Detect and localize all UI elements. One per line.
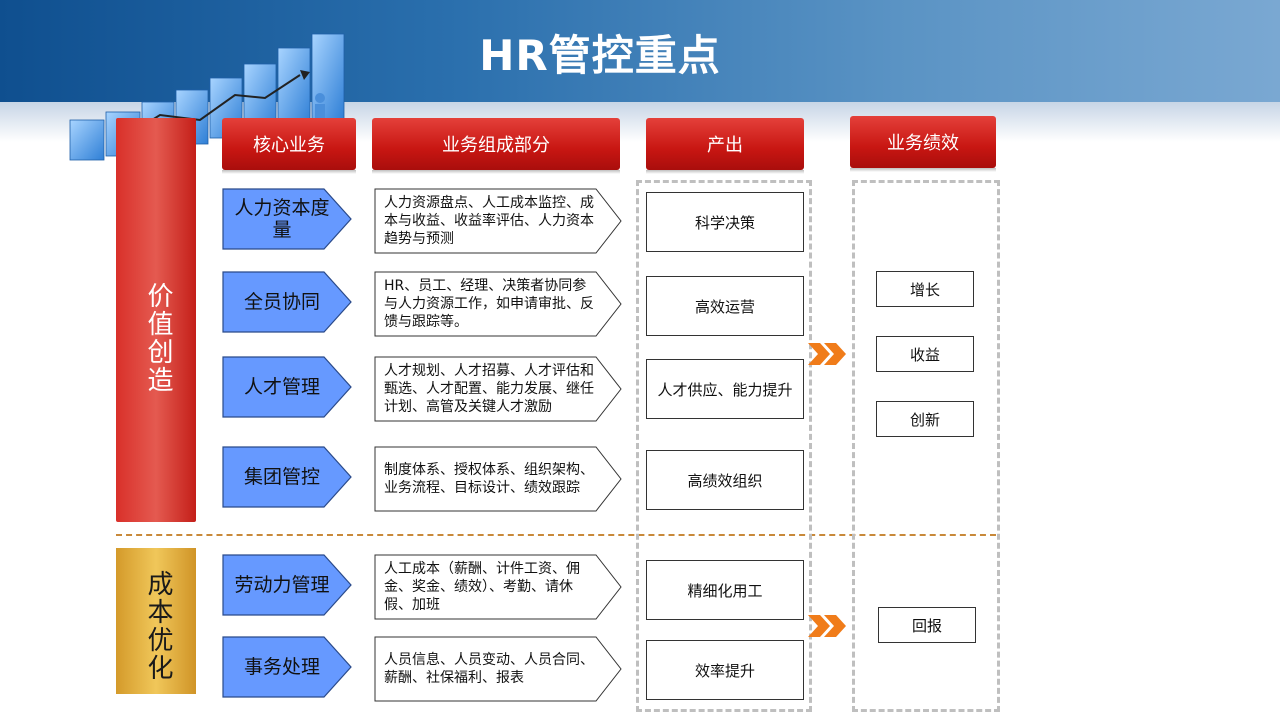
core-business-item: 全员协同	[222, 271, 352, 333]
component-description: HR、员工、经理、决策者协同参与人力资源工作，如申请审批、反馈与跟踪等。	[374, 271, 622, 337]
component-description: 人力资源盘点、人工成本监控、成本与收益、收益率评估、人力资本趋势与预测	[374, 188, 622, 254]
component-text: 人工成本（薪酬、计件工资、佣金、奖金、绩效）、考勤、请休假、加班	[384, 561, 580, 613]
value-creation-label: 价值创造	[143, 282, 173, 394]
cost-optimization-sidebar: 成本优化	[116, 548, 196, 694]
core-business-label: 全员协同	[243, 291, 320, 313]
component-description: 人员信息、人员变动、人员合同、薪酬、社保福利、报表	[374, 636, 622, 702]
page-title: HR管控重点	[479, 31, 721, 80]
core-business-item: 人力资本度量	[222, 188, 352, 250]
performance-item: 收益	[876, 336, 974, 372]
core-business-item: 集团管控	[222, 446, 352, 508]
component-text: 人才规划、人才招募、人才评估和甄选、人才配置、能力发展、继任计划、高管及关键人才…	[384, 363, 594, 415]
component-description: 制度体系、授权体系、组织架构、业务流程、目标设计、绩效跟踪	[374, 446, 622, 512]
column-header-core-business: 核心业务	[222, 118, 356, 174]
core-business-label: 人才管理	[243, 376, 320, 398]
output-box: 高绩效组织	[646, 450, 804, 510]
performance-item: 回报	[878, 607, 976, 643]
value-creation-sidebar: 价值创造	[116, 118, 196, 522]
section-divider	[116, 534, 996, 536]
component-text: HR、员工、经理、决策者协同参与人力资源工作，如申请审批、反馈与跟踪等。	[384, 278, 594, 330]
core-business-item: 劳动力管理	[222, 554, 352, 616]
output-box: 人才供应、能力提升	[646, 359, 804, 419]
column-header-output: 产出	[646, 118, 804, 174]
component-description: 人工成本（薪酬、计件工资、佣金、奖金、绩效）、考勤、请休假、加班	[374, 554, 622, 620]
chevron-double-right-icon	[808, 615, 846, 637]
core-business-item: 事务处理	[222, 636, 352, 698]
core-business-label: 劳动力管理	[234, 574, 330, 596]
performance-item: 创新	[876, 401, 974, 437]
chevron-double-right-icon	[808, 343, 846, 365]
output-box: 效率提升	[646, 640, 804, 700]
core-business-item: 人才管理	[222, 356, 352, 418]
output-box: 精细化用工	[646, 560, 804, 620]
performance-item: 增长	[876, 271, 974, 307]
component-description: 人才规划、人才招募、人才评估和甄选、人才配置、能力发展、继任计划、高管及关键人才…	[374, 356, 622, 422]
component-text: 制度体系、授权体系、组织架构、业务流程、目标设计、绩效跟踪	[384, 462, 594, 496]
component-text: 人员信息、人员变动、人员合同、薪酬、社保福利、报表	[384, 652, 594, 686]
core-business-label: 人力资本度量	[234, 197, 330, 241]
output-dashed-frame	[636, 180, 812, 712]
column-header-performance: 业务绩效	[850, 116, 996, 172]
output-box: 高效运营	[646, 276, 804, 336]
core-business-label: 集团管控	[243, 466, 320, 488]
performance-dashed-frame	[852, 180, 1000, 712]
component-text: 人力资源盘点、人工成本监控、成本与收益、收益率评估、人力资本趋势与预测	[384, 195, 594, 247]
column-header-components: 业务组成部分	[372, 118, 620, 174]
cost-optimization-label: 成本优化	[143, 570, 173, 682]
core-business-label: 事务处理	[243, 656, 320, 678]
output-box: 科学决策	[646, 192, 804, 252]
